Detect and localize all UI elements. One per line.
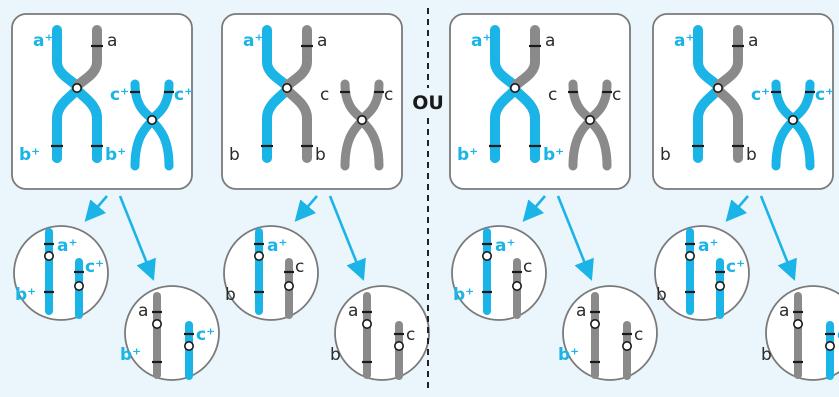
panel-3-cell-2 [562, 285, 658, 381]
panel-4-cell-2-label-a: a [779, 301, 789, 321]
panel-1-cell-2-big-centromere [152, 318, 163, 329]
panel-4-cell-2-small-centromere [824, 340, 835, 351]
panel-3-cell-1-small-centromere [511, 280, 522, 291]
panel-4-cell-1-big-centromere [684, 251, 695, 262]
panel-3-cell-1-label-b: b⁺ [453, 285, 474, 305]
panel-2-cell-1-big-centromere [254, 251, 265, 262]
panel-4-label-c-right: c⁺ [815, 85, 834, 105]
panel-1-big-centromere-2 [72, 83, 83, 94]
panel-2-cell-2-small-centromere [393, 340, 404, 351]
panel-1-cell-1-label-b: b⁺ [15, 285, 36, 305]
panel-1-cell-2-label-c: c⁺ [196, 325, 215, 345]
panel-1-cell-2-small-centromere [184, 340, 195, 351]
panel-3-cell-1-big-centromere [481, 251, 492, 262]
panel-1-label-b-left: b⁺ [19, 145, 40, 165]
panel-1-label-c-left: c⁺ [110, 85, 129, 105]
panel-3-label-a-right: a [545, 31, 555, 51]
panel-1-cell-2-label-a: a [138, 301, 148, 321]
panel-1-cell-1-small-centromere [74, 280, 85, 291]
panel-4-small-centromere [787, 115, 798, 126]
panel-1-cell-1-label-a: a⁺ [57, 236, 77, 256]
panel-1-arrow-1 [84, 195, 108, 222]
panel-1-cell-1-big-centromere [43, 251, 54, 262]
panel-1-label-a-left: a⁺ [33, 31, 53, 51]
panel-3-arrow-2 [556, 195, 594, 281]
panel-2-label-b-right: b [315, 145, 326, 165]
panel-1-cell-1 [13, 225, 109, 321]
panel-2-label-a-right: a [317, 31, 327, 51]
panel-2-cell-1-label-a: a⁺ [267, 236, 287, 256]
panel-2-cell-1-label-b: b [225, 285, 236, 305]
panel-3-big-centromere-2 [509, 83, 520, 94]
panel-4-label-c-left: c⁺ [751, 85, 770, 105]
panel-1-label-b-right: b⁺ [105, 145, 126, 165]
panel-2-label-c-left: c [320, 85, 329, 105]
panel-4-label-b-left: b [660, 145, 671, 165]
panel-4-cell-1-label-c: c⁺ [726, 257, 745, 277]
panel-3-cell-2-label-c: c [634, 325, 643, 345]
panel-1-small-centromere [147, 115, 158, 126]
panel-3-cell-2-small-centromere [621, 340, 632, 351]
panel-4-cell-1-small-centromere [714, 280, 725, 291]
panel-3-label-c-left: c [548, 85, 557, 105]
panel-3-cell-2-label-b: b⁺ [558, 345, 579, 365]
panel-4-label-b-right: b [746, 145, 757, 165]
panel-4-label-a-left: a⁺ [674, 31, 694, 51]
panel-4-cell-1-label-a: a⁺ [698, 236, 718, 256]
panel-4-arrow-1 [725, 195, 749, 222]
panel-2-arrow-1 [294, 195, 318, 222]
panel-1-cell-2 [124, 285, 220, 381]
separator-label: OU [412, 92, 444, 114]
panel-1-label-a-right: a [107, 31, 117, 51]
panel-2-cell-1-small-centromere [283, 280, 294, 291]
panel-3-label-b-left: b⁺ [457, 145, 478, 165]
panel-4-cell-2-label-c: c⁺ [837, 325, 839, 345]
panel-2-cell-2-label-a: a [348, 301, 358, 321]
panel-1-arrow-2 [118, 195, 156, 281]
panel-2-cell-1-label-c: c [295, 257, 304, 277]
panel-4-cell-1-label-b: b [656, 285, 667, 305]
panel-4-cell-2-label-b: b [761, 345, 772, 365]
panel-4-cell-2-big-centromere [792, 318, 803, 329]
panel-1-label-c-right: c⁺ [174, 85, 193, 105]
panel-4-cell-2 [765, 285, 839, 381]
panel-1-cell-2-label-b: b⁺ [120, 345, 141, 365]
panel-4-arrow-2 [759, 195, 797, 281]
panel-3-cell-2-label-a: a [576, 301, 586, 321]
panel-2-label-b-left: b [229, 145, 240, 165]
panel-3-cell-1-label-c: c [523, 257, 532, 277]
panel-2-cell-2-label-b: b [330, 345, 341, 365]
separator-label-bg [410, 88, 446, 114]
panel-2-label-a-left: a⁺ [243, 31, 263, 51]
panel-2-label-c-right: c [384, 85, 393, 105]
panel-1-cell-1-label-c: c⁺ [85, 257, 104, 277]
panel-2-small-centromere [356, 115, 367, 126]
panel-3-cell-1 [451, 225, 547, 321]
panel-4-big-centromere [712, 83, 723, 94]
panel-4-label-a-right: a [748, 31, 758, 51]
panel-3-label-c-right: c [612, 85, 621, 105]
panel-3-label-b-right: b⁺ [543, 145, 564, 165]
panel-2-arrow-2 [328, 195, 366, 281]
panel-2-cell-2-label-c: c [406, 325, 415, 345]
panel-3-arrow-1 [522, 195, 546, 222]
panel-3-cell-2-big-centromere [589, 318, 600, 329]
panel-2-cell-1 [223, 225, 319, 321]
panel-3-small-centromere [584, 115, 595, 126]
panel-4-cell-1 [654, 225, 750, 321]
panel-3-cell-1-label-a: a⁺ [495, 236, 515, 256]
panel-2-cell-2-big-centromere [361, 318, 372, 329]
panel-3-label-a-left: a⁺ [471, 31, 491, 51]
panel-2-big-centromere [281, 83, 292, 94]
